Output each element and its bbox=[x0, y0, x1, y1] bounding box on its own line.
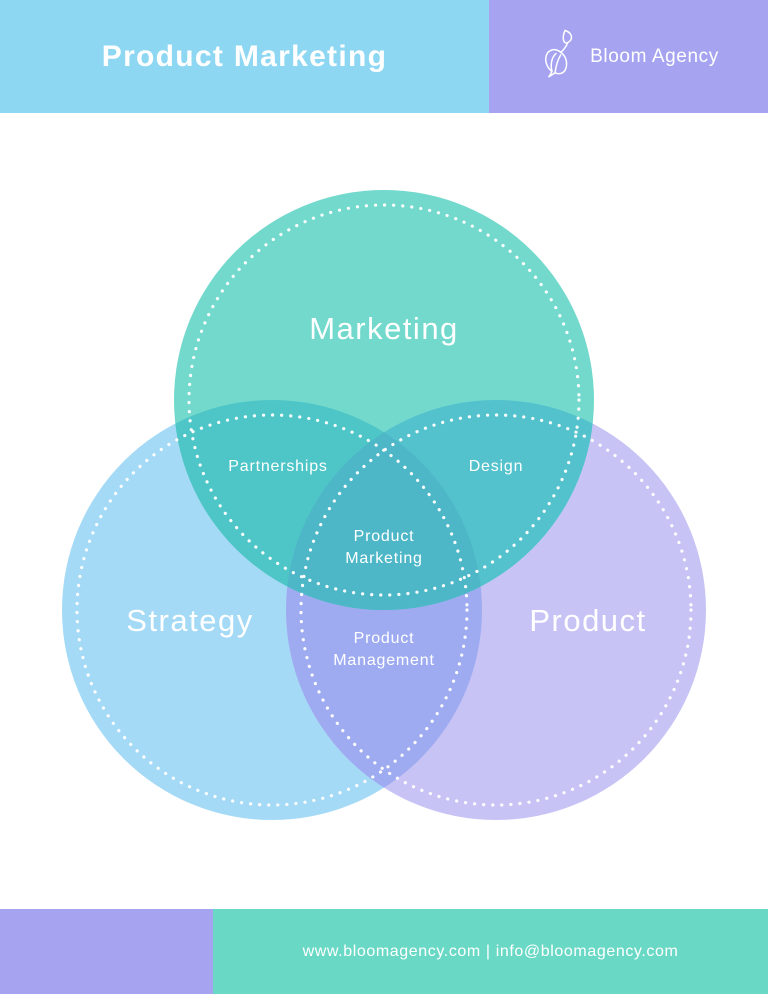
product-label: Product bbox=[529, 603, 646, 638]
header-title-panel: Product Marketing bbox=[0, 0, 489, 113]
brand-name: Bloom Agency bbox=[590, 45, 719, 67]
svg-text:Product: Product bbox=[354, 528, 415, 545]
header: Product Marketing Bloom Agency bbox=[0, 0, 768, 113]
footer: www.bloomagency.com | info@bloomagency.c… bbox=[0, 909, 768, 994]
design-label: Design bbox=[469, 458, 524, 475]
marketing-strategy-overlap bbox=[174, 400, 482, 610]
bellflower-icon bbox=[538, 26, 580, 87]
footer-accent-block bbox=[0, 909, 213, 994]
svg-text:Product: Product bbox=[354, 630, 415, 647]
marketing-circle-ring bbox=[187, 203, 581, 597]
footer-contact: www.bloomagency.com | info@bloomagency.c… bbox=[302, 942, 679, 960]
strategy-circle-ring bbox=[75, 413, 469, 807]
svg-text:Marketing: Marketing bbox=[345, 550, 422, 567]
marketing-label: Marketing bbox=[309, 311, 459, 346]
partnerships-label: Partnerships bbox=[228, 458, 327, 475]
strategy-label: Strategy bbox=[126, 603, 253, 638]
product-marketing-label: Product Marketing bbox=[345, 528, 422, 567]
svg-text:Management: Management bbox=[333, 652, 434, 669]
page-title: Product Marketing bbox=[101, 39, 388, 73]
brand-panel: Bloom Agency bbox=[489, 0, 768, 113]
marketing-product-overlap bbox=[286, 400, 594, 610]
product-circle-ring bbox=[299, 413, 693, 807]
product-management-label: Product Management bbox=[333, 630, 434, 669]
footer-contact-panel: www.bloomagency.com | info@bloomagency.c… bbox=[213, 909, 768, 994]
